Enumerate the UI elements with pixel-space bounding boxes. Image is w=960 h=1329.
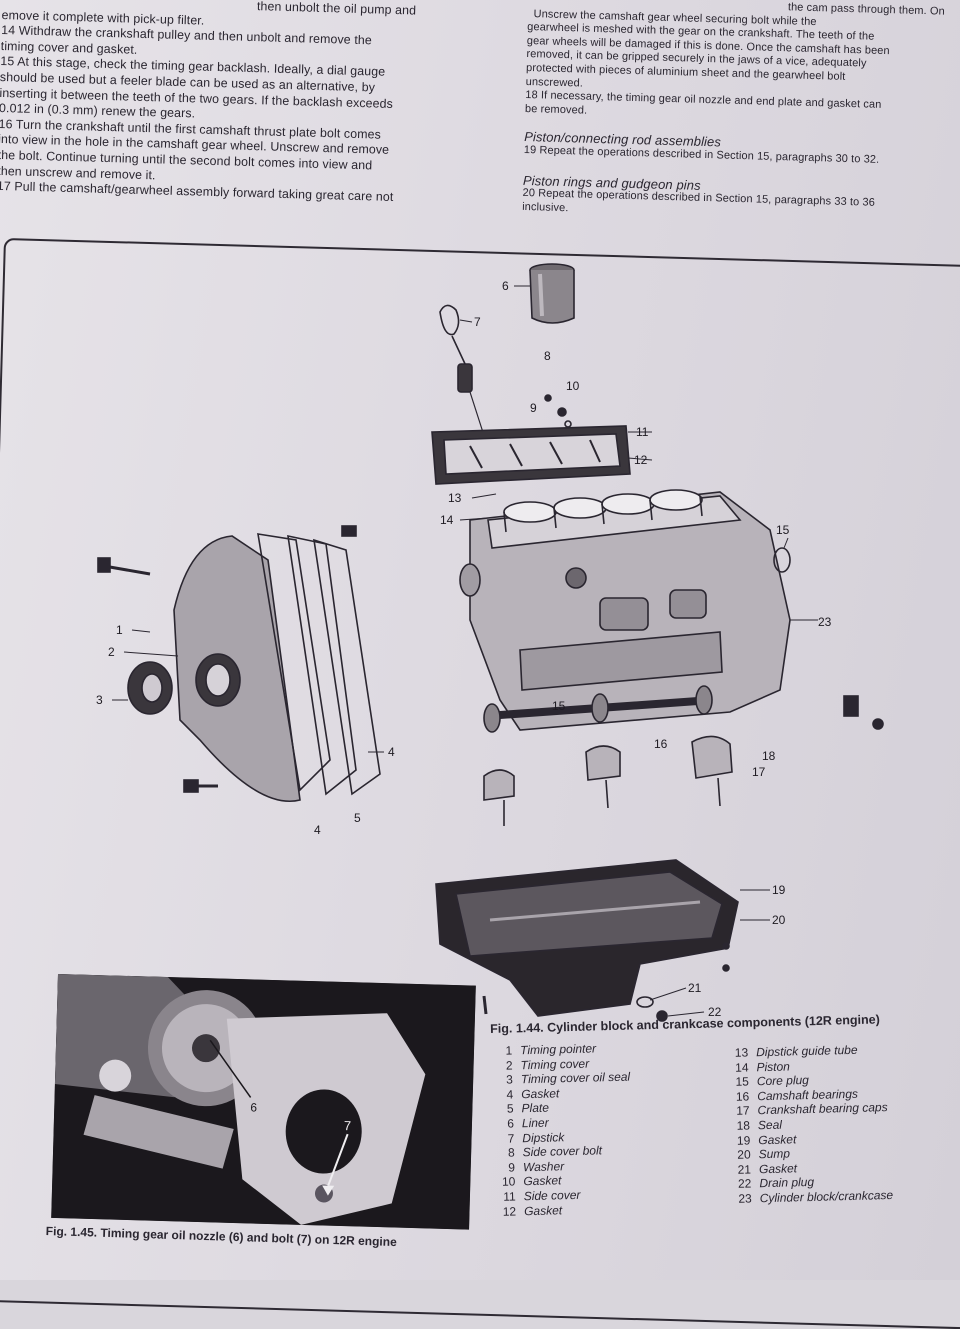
callout-16: 16 [654, 737, 668, 751]
legend-label: Plate [521, 1100, 550, 1116]
legend-label: Side cover [523, 1187, 581, 1204]
callout-6: 6 [502, 279, 509, 293]
legend-label: Dipstick guide tube [755, 1042, 858, 1060]
legend-number: 12 [502, 1203, 517, 1219]
timing-cover-part [127, 533, 381, 802]
legend-number: 10 [501, 1174, 516, 1190]
legend-label: Liner [521, 1115, 549, 1131]
callout-17: 17 [752, 765, 766, 779]
photo-callout-6: 6 [250, 1100, 257, 1114]
legend-label: Gasket [521, 1086, 560, 1102]
legend-number: 6 [507, 1116, 515, 1131]
bearing-caps [483, 735, 733, 826]
legend-label: Washer [522, 1158, 565, 1174]
camshaft-part [483, 685, 713, 733]
callout-18: 18 [762, 749, 776, 763]
leader-lines [112, 285, 818, 1017]
callout-19: 19 [772, 883, 786, 897]
callout-1: 1 [116, 623, 123, 637]
legend-number: 18 [736, 1118, 751, 1133]
callout-14: 14 [440, 513, 454, 527]
legend-number: 9 [508, 1160, 516, 1175]
legend-number: 3 [506, 1072, 514, 1087]
legend-label: Gasket [523, 1202, 563, 1218]
legend-number: 4 [506, 1087, 514, 1102]
legend-number: 11 [503, 1189, 516, 1204]
callout-2: 2 [108, 645, 115, 659]
legend-number: 7 [507, 1130, 515, 1146]
legend-label: Timing cover oil seal [520, 1069, 631, 1087]
callout-20: 20 [772, 913, 786, 927]
legend-number: 21 [737, 1162, 752, 1177]
side-cover-part [431, 425, 631, 485]
legend-label: Gasket [758, 1161, 798, 1176]
callout-23: 23 [818, 615, 832, 629]
sump-part [435, 859, 739, 1022]
legend-label: Side cover bolt [522, 1143, 603, 1160]
legend-number: 14 [734, 1060, 749, 1075]
callout-5: 5 [354, 811, 361, 825]
legend-number: 17 [736, 1103, 750, 1119]
callout-numbers: 6 7 8 9 10 11 12 13 14 15 23 15 16 18 17… [96, 279, 832, 1019]
callout-9: 9 [530, 401, 537, 415]
callout-7: 7 [474, 315, 481, 329]
callout-22: 22 [708, 1005, 722, 1019]
cylinder-block-part [459, 489, 791, 731]
callout-8: 8 [544, 349, 551, 363]
liner-part [529, 263, 575, 324]
legend-number: 23 [738, 1191, 752, 1206]
callout-4-right: 4 [388, 745, 395, 759]
callout-15-left: 15 [552, 699, 566, 713]
legend-number: 2 [505, 1058, 513, 1073]
legend-label: Drain plug [759, 1175, 815, 1191]
callout-13: 13 [448, 491, 462, 505]
legend-label: Piston [756, 1059, 791, 1074]
legend-number: 22 [737, 1176, 752, 1192]
legend-number: 19 [736, 1132, 751, 1148]
photo-callout-7: 7 [344, 1118, 352, 1133]
callout-4-bottom: 4 [314, 823, 321, 837]
legend-label: Seal [757, 1117, 783, 1133]
callout-11: 11 [636, 425, 649, 439]
legend-label: Dipstick [522, 1129, 565, 1145]
legend-label: Core plug [756, 1073, 810, 1089]
legend-number: 16 [735, 1089, 750, 1104]
legend-number: 20 [737, 1147, 751, 1162]
legend-right: 13 Dipstick guide tube 14 Piston 15 Core plug… [726, 1042, 894, 1206]
callout-21: 21 [688, 981, 702, 995]
callout-12: 12 [634, 453, 648, 467]
callout-10: 10 [566, 379, 580, 393]
engine-photo-art: 6 7 [51, 974, 476, 1230]
legend-number: 15 [735, 1074, 750, 1089]
exploded-engine-diagram: 6 7 8 9 10 11 12 13 14 15 23 15 16 18 17… [96, 263, 884, 1022]
legend-label: Sump [758, 1146, 791, 1162]
legend-number: 13 [734, 1045, 749, 1060]
engine-photo: 6 7 [51, 974, 476, 1230]
legend-number: 1 [505, 1043, 513, 1058]
callout-15-right: 15 [776, 523, 790, 537]
callout-3: 3 [96, 693, 103, 707]
legend-number: 5 [506, 1101, 514, 1116]
legend-number: 8 [507, 1145, 515, 1160]
legend-label: Gasket [523, 1173, 562, 1189]
dipstick-part [439, 304, 489, 449]
legend-label: Gasket [758, 1131, 797, 1147]
